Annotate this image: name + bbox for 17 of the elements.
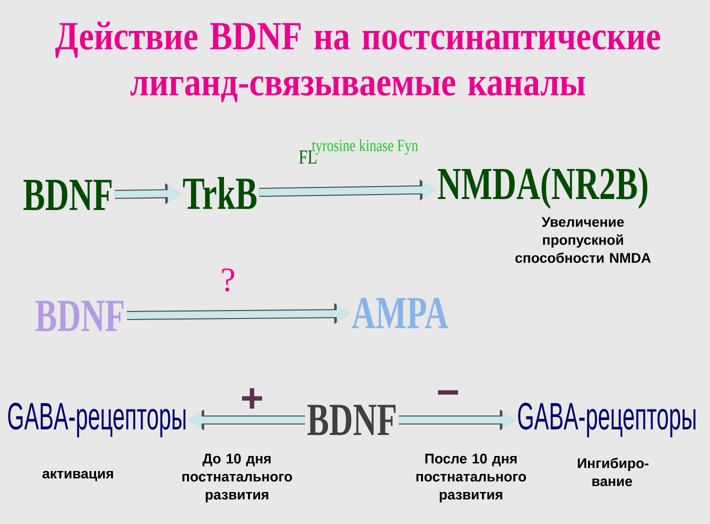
note: Увеличение пропускной способности NMDA bbox=[515, 217, 651, 263]
title: Действие BDNF на постсинаптические лиганд-связываемые каналы bbox=[55, 22, 660, 102]
edge-label: − bbox=[438, 390, 458, 395]
edge-label: ? bbox=[222, 268, 234, 292]
receptor-label: GABA-рецепторы bbox=[518, 402, 696, 438]
note: После 10 дня постнатального развития bbox=[416, 454, 526, 502]
note: До 10 дня постнатального развития bbox=[182, 454, 292, 502]
receptor-label: BDNF bbox=[23, 180, 112, 210]
receptor-label: AMPA bbox=[352, 298, 448, 328]
receptor-label: BDNF bbox=[35, 300, 124, 332]
edge-label: + bbox=[242, 388, 262, 409]
receptor-label: BDNF bbox=[307, 404, 396, 436]
receptor-label: NMDA(NR2B) bbox=[438, 167, 648, 209]
note: активация bbox=[42, 470, 113, 482]
note: Ингибиро- вание bbox=[578, 458, 648, 486]
receptor-label: GABA-рецепторы bbox=[8, 402, 186, 438]
receptor-label: TrkB bbox=[183, 176, 257, 210]
